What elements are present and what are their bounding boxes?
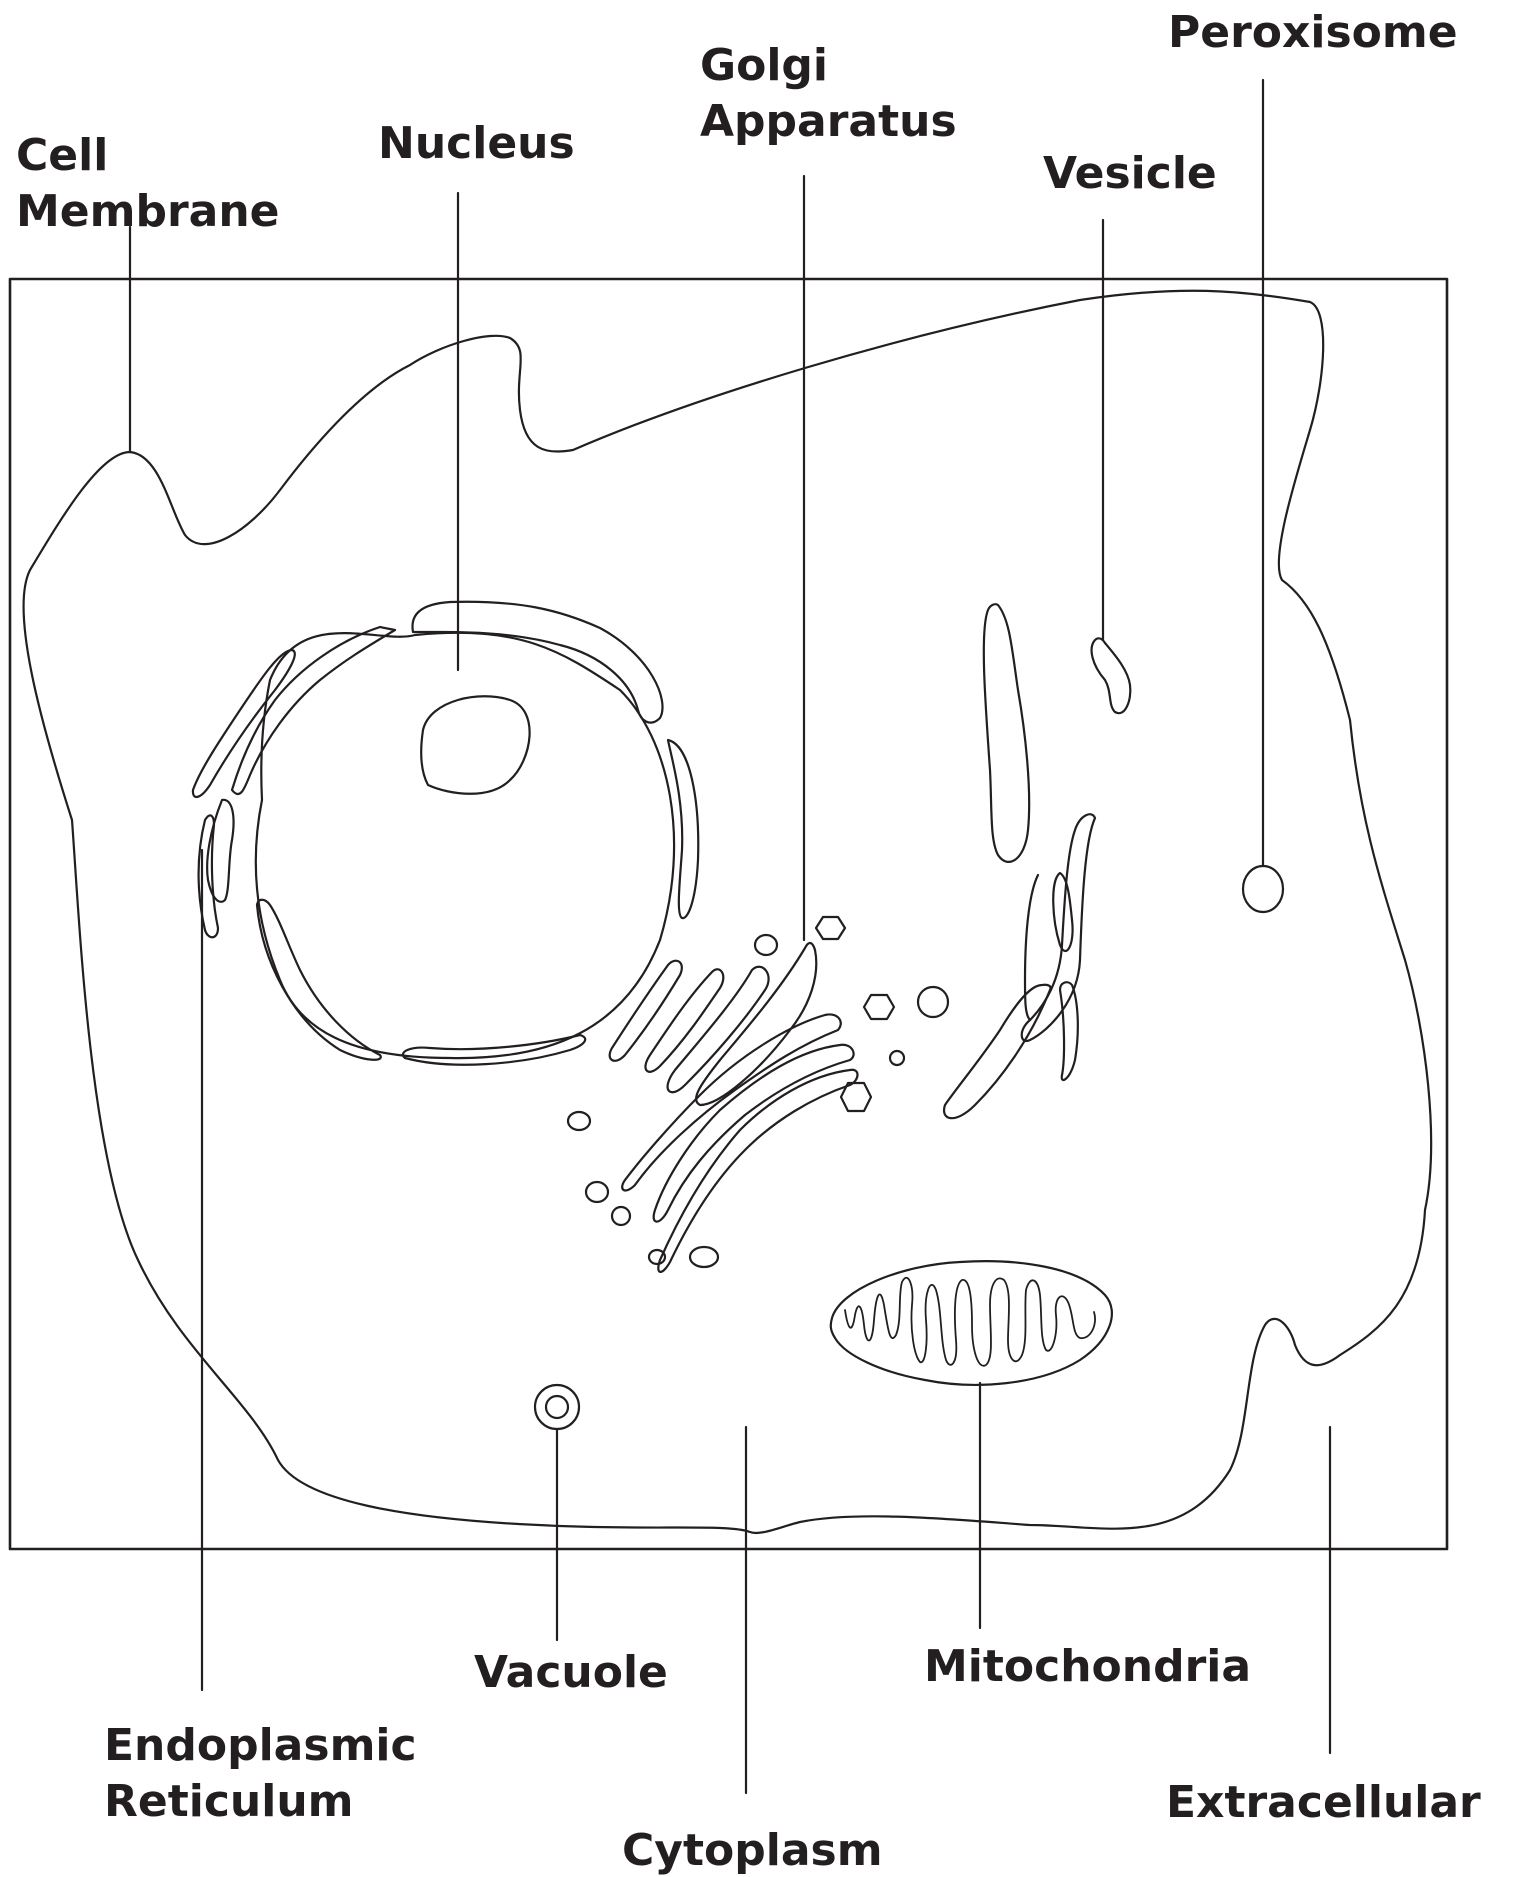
er-segment-7 bbox=[403, 1035, 585, 1065]
er-segment-8 bbox=[668, 740, 698, 918]
label-golgi-line2: Apparatus bbox=[700, 94, 957, 150]
label-nucleus: Nucleus bbox=[378, 116, 575, 172]
label-extracellular: Extracellular bbox=[1166, 1775, 1481, 1831]
golgi-cisterna-1 bbox=[610, 961, 682, 1061]
er-tubule-2 bbox=[1022, 814, 1095, 1041]
label-er-line1: Endoplasmic bbox=[104, 1718, 417, 1774]
golgi-vesicle-hex-1 bbox=[816, 917, 845, 939]
golgi-vesicle-hex-3 bbox=[841, 1083, 871, 1111]
peroxisome-shape bbox=[1243, 866, 1283, 912]
golgi-vesicle-7 bbox=[649, 1250, 665, 1264]
label-golgi-line1: Golgi bbox=[700, 38, 957, 94]
label-cell-membrane-line2: Membrane bbox=[16, 184, 280, 240]
vacuole-outer bbox=[535, 1385, 579, 1429]
golgi-cisterna-3 bbox=[668, 967, 769, 1092]
extracellular-frame bbox=[10, 279, 1447, 1549]
cell-membrane-outline bbox=[24, 291, 1432, 1533]
golgi-vesicle-8 bbox=[690, 1247, 718, 1267]
golgi-vesicle-hex-2 bbox=[864, 995, 894, 1019]
label-golgi-apparatus: Golgi Apparatus bbox=[700, 38, 957, 150]
er-tubule-3 bbox=[1025, 875, 1038, 1020]
er-segment-6 bbox=[257, 900, 381, 1060]
mitochondrion-cristae bbox=[845, 1278, 1095, 1366]
label-mitochondria: Mitochondria bbox=[924, 1639, 1251, 1695]
vesicle-shape bbox=[1092, 638, 1131, 713]
label-vacuole: Vacuole bbox=[474, 1645, 668, 1701]
er-tubule-1 bbox=[984, 604, 1029, 862]
label-vesicle: Vesicle bbox=[1043, 146, 1217, 202]
golgi-vesicle-6 bbox=[612, 1207, 630, 1225]
nucleus-body bbox=[256, 633, 674, 1058]
label-endoplasmic-reticulum: Endoplasmic Reticulum bbox=[104, 1718, 417, 1830]
golgi-vesicle-4 bbox=[568, 1112, 590, 1130]
nucleolus bbox=[421, 696, 529, 794]
label-cell-membrane-line1: Cell bbox=[16, 128, 280, 184]
er-tubule-6 bbox=[1060, 982, 1078, 1080]
vacuole-inner bbox=[546, 1396, 568, 1418]
golgi-vesicle-2 bbox=[918, 987, 948, 1017]
golgi-vesicle-1 bbox=[755, 935, 777, 955]
golgi-vesicle-3 bbox=[890, 1051, 904, 1065]
label-er-line2: Reticulum bbox=[104, 1774, 417, 1830]
golgi-vesicle-5 bbox=[586, 1182, 608, 1202]
er-tubule-5 bbox=[944, 985, 1050, 1118]
label-cytoplasm: Cytoplasm bbox=[622, 1823, 883, 1877]
golgi-cisterna-7 bbox=[658, 1070, 857, 1272]
er-segment-4 bbox=[232, 627, 395, 794]
label-cell-membrane: Cell Membrane bbox=[16, 128, 280, 240]
er-segment-1 bbox=[412, 602, 662, 723]
label-peroxisome: Peroxisome bbox=[1168, 5, 1458, 61]
